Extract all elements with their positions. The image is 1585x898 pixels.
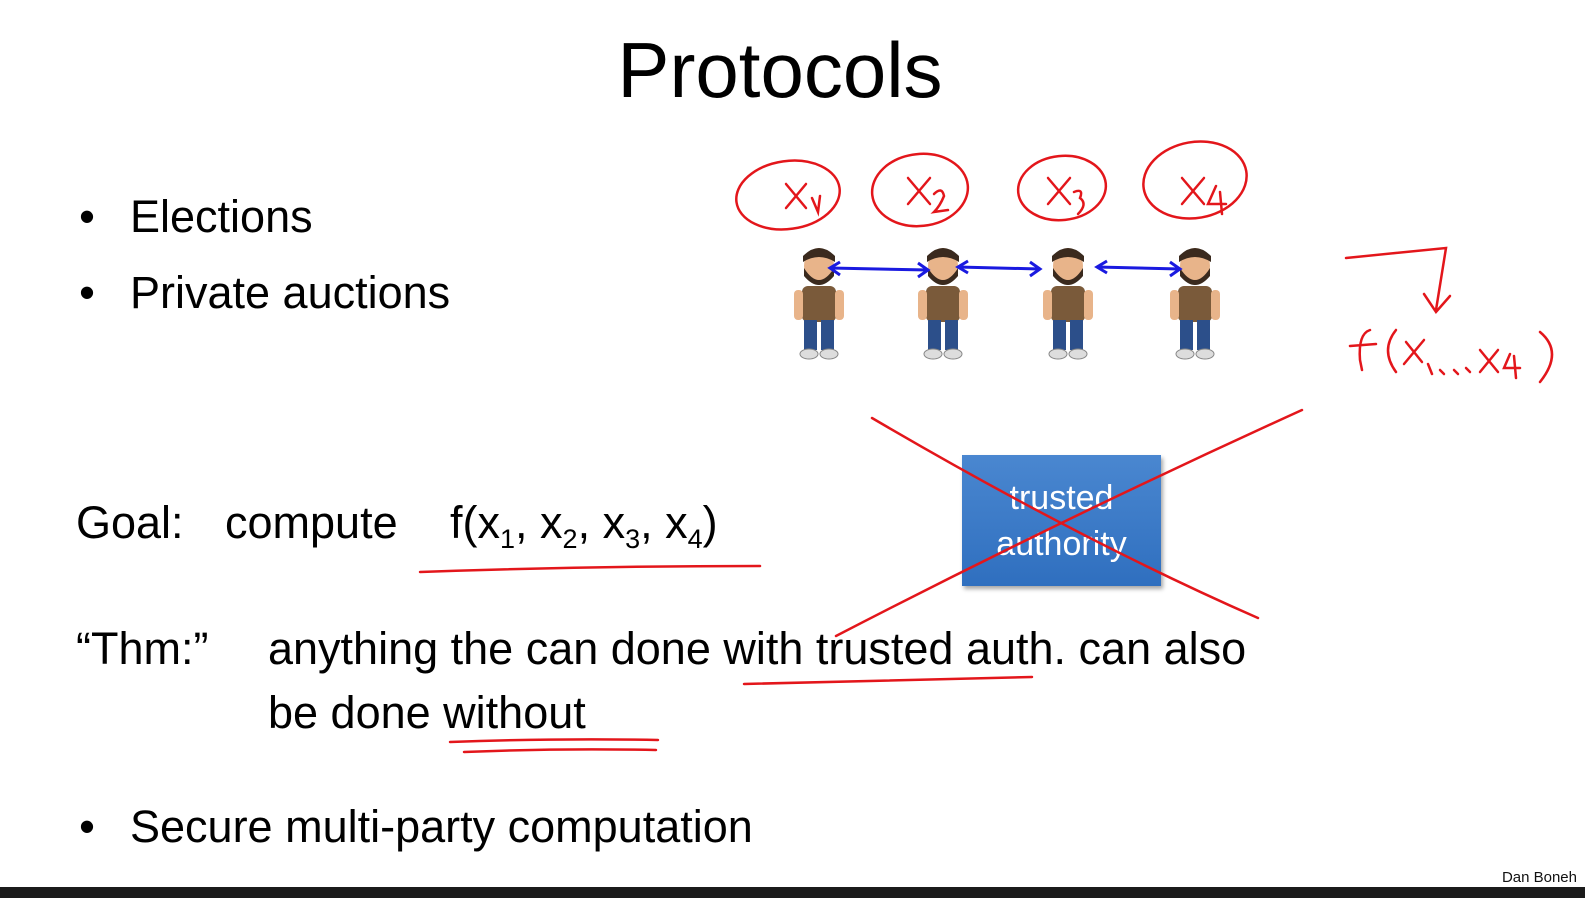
bullet-label: Private auctions: [130, 267, 451, 318]
handwritten-inputs: [784, 176, 1228, 217]
goal-text: compute: [225, 497, 398, 548]
bottom-bar: [0, 887, 1585, 898]
footer-author: Dan Boneh: [1501, 869, 1577, 886]
input-circle: [870, 152, 970, 228]
double-arrow-icon: [955, 259, 1043, 278]
box-line-1: trusted: [1009, 478, 1114, 517]
slide-title: Protocols: [617, 26, 943, 114]
party-person-icon: [1043, 248, 1093, 360]
goal-label: Goal:: [76, 497, 184, 548]
handwritten-output: [1344, 246, 1554, 384]
bullet-label: Elections: [130, 191, 313, 242]
double-arrow-icon: [827, 260, 931, 279]
double-arrow-icon: [1094, 259, 1183, 278]
formula-sep: , x: [577, 497, 626, 548]
input-circle: [735, 159, 841, 231]
goal-formula: f(x1, x2, x3, x4): [450, 496, 718, 553]
thm-line-1: anything the can done with trusted auth.…: [268, 623, 1247, 674]
thm-label: “Thm:”: [76, 623, 209, 674]
bullet-dot: •: [79, 191, 95, 242]
thm-line-2: be done without: [268, 687, 586, 738]
formula-sub-3: 3: [625, 524, 641, 554]
underline-marks: [418, 564, 1034, 754]
input-circle: [1016, 154, 1108, 222]
formula-sub-4: 4: [687, 524, 703, 554]
bullet-label: Secure multi-party computation: [130, 801, 753, 852]
party-person-icon: [1170, 248, 1220, 360]
formula-sub-2: 2: [562, 524, 578, 554]
strike-through-cross: [834, 408, 1304, 638]
formula-sep: , x: [515, 497, 563, 548]
formula-sub-1: 1: [500, 524, 516, 554]
trusted-authority-box: trusted authority: [962, 455, 1161, 586]
party-person-icon: [794, 248, 844, 360]
formula-close: ): [702, 497, 718, 548]
party-person-icon: [918, 248, 968, 360]
input-circle: [1142, 140, 1248, 220]
bullet-dot: •: [79, 801, 95, 852]
formula-sep: , x: [640, 497, 688, 548]
formula-f: f(x: [450, 497, 500, 548]
bullet-dot: •: [79, 267, 95, 318]
